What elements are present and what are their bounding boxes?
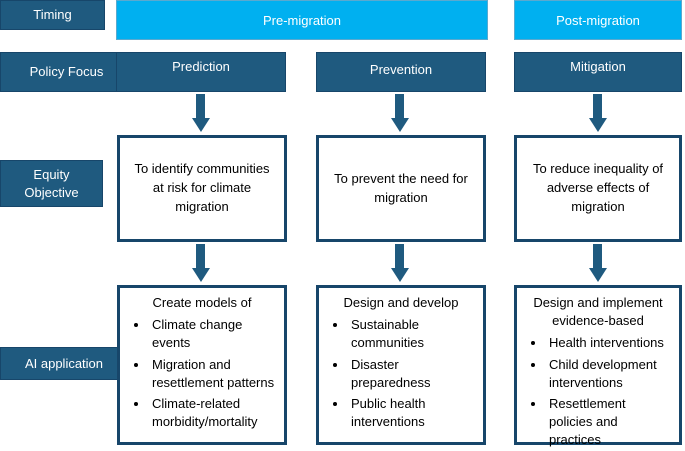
row-label-timing: Timing <box>0 0 105 30</box>
objective-mitigation: To reduce inequality of adverse effects … <box>514 135 682 242</box>
list-item: Health interventions <box>525 334 671 352</box>
objective-prevention: To prevent the need for migration <box>316 135 486 242</box>
list-item: Climate change events <box>128 316 276 352</box>
list-item: Child development interventions <box>525 356 671 392</box>
application-mitigation: Design and implement evidence-based Heal… <box>514 285 682 447</box>
arrow-down-icon <box>589 94 607 134</box>
application-prevention-list: Sustainable communities Disaster prepare… <box>327 316 475 431</box>
application-mitigation-heading: Design and implement evidence-based <box>533 295 663 329</box>
application-prevention: Design and develop Sustainable communiti… <box>316 285 486 445</box>
focus-prediction: Prediction <box>116 52 286 92</box>
arrow-down-icon <box>391 94 409 134</box>
row-label-policy-focus: Policy Focus <box>0 52 133 92</box>
row-label-equity-objective-text: Equity Objective <box>24 166 79 200</box>
row-label-timing-text: Timing <box>33 7 72 23</box>
timing-post-migration: Post-migration <box>514 0 682 40</box>
row-label-policy-focus-text: Policy Focus <box>29 64 104 80</box>
focus-prevention: Prevention <box>316 52 486 92</box>
arrow-down-icon <box>192 94 210 134</box>
list-item: Migration and resettlement patterns <box>128 356 276 392</box>
row-label-ai-application: AI application <box>0 347 128 380</box>
timing-pre-migration-text: Pre-migration <box>262 12 342 28</box>
application-prediction-list: Climate change events Migration and rese… <box>128 316 276 431</box>
objective-prediction-text: To identify communities at risk for clim… <box>134 161 270 214</box>
application-prediction-heading: Create models of <box>152 295 252 310</box>
list-item: Public health interventions <box>327 395 475 431</box>
application-mitigation-list: Health interventions Child development i… <box>525 334 671 449</box>
timing-post-migration-text: Post-migration <box>556 12 640 28</box>
focus-prediction-text: Prediction <box>172 59 230 74</box>
timing-pre-migration: Pre-migration <box>116 0 488 40</box>
list-item: Disaster preparedness <box>327 356 475 392</box>
application-prediction: Create models of Climate change events M… <box>117 285 287 445</box>
focus-prevention-text: Prevention <box>369 62 433 77</box>
list-item: Resettlement policies and practices <box>525 395 671 450</box>
arrow-down-icon <box>192 244 210 284</box>
list-item: Sustainable communities <box>327 316 475 352</box>
list-item: Climate-related morbidity/mortality <box>128 395 276 431</box>
arrow-down-icon <box>589 244 607 284</box>
application-prevention-heading: Design and develop <box>343 295 459 310</box>
objective-prevention-text: To prevent the need for migration <box>334 170 468 205</box>
objective-prediction: To identify communities at risk for clim… <box>117 135 287 242</box>
focus-mitigation-text: Mitigation <box>570 59 626 74</box>
focus-mitigation: Mitigation <box>514 52 682 92</box>
row-label-equity-objective: Equity Objective <box>0 160 103 207</box>
arrow-down-icon <box>391 244 409 284</box>
row-label-ai-application-text: AI application <box>24 355 104 371</box>
objective-mitigation-text: To reduce inequality of adverse effects … <box>532 161 664 214</box>
